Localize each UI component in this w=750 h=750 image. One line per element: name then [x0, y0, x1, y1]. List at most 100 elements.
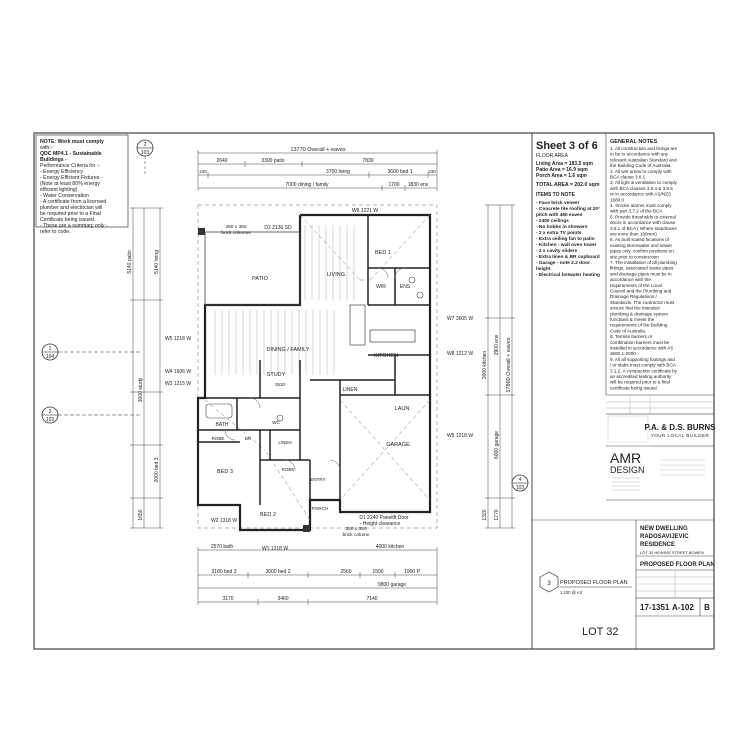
kitchen-bench — [369, 329, 416, 343]
dim-label: 3000 study — [138, 377, 144, 402]
patio-area — [204, 231, 301, 306]
general-note-line: will be required prior to a final — [610, 380, 670, 385]
dim-label: 4000 kitchen — [376, 544, 405, 550]
window-label: W5 1218 W — [165, 336, 191, 342]
item-line: - Concrete tile roofing at 20° — [536, 206, 600, 212]
columns-note: 350 x 350 — [225, 224, 246, 230]
dim-label: 1900 P — [404, 569, 421, 575]
marker-ref: 103 — [516, 485, 525, 491]
general-note-line: 3.8.1 of BCA ( Where stepdowns — [610, 226, 677, 231]
room-bath: BATH — [216, 422, 229, 428]
column — [303, 525, 310, 532]
garage-door-note: - Height clearance — [360, 521, 401, 527]
section-marker-right-4: 4 103 — [511, 474, 529, 492]
item-line: - 2 x cavity sliders — [536, 248, 578, 254]
marker-number: 2 — [144, 142, 147, 148]
note-line: - Energy Efficient Fixtures - — [40, 175, 103, 181]
room-garage: GARAGE — [386, 442, 410, 448]
room-robe: ROBE — [212, 436, 225, 441]
dim-label: 2640 — [216, 158, 227, 164]
dim-label: 3600 bed 1 — [387, 169, 412, 175]
dim-label: 3000 bed 2 — [265, 569, 290, 575]
section-marker-top: 2 103 — [136, 139, 154, 175]
note-line: with:- — [40, 145, 53, 151]
sheet-number: A-102 — [672, 603, 694, 612]
dim-label: 3000 kitchen — [482, 351, 488, 380]
dim-label: 1500 — [372, 569, 383, 575]
room-ens: ENS — [400, 284, 411, 290]
general-note-line: or in accordance with AS/NZS — [610, 192, 671, 197]
note-line: Buildings - — [40, 157, 67, 163]
section-marker-left-1: 1 104 — [41, 343, 140, 361]
callout-label: PROPOSED FLOOR PLAN — [560, 580, 628, 586]
general-note-line: BCA clause 3.8.1 — [610, 175, 646, 180]
general-note-line: site prior to construction — [610, 254, 659, 259]
general-note-line: with part 3.7.2 of the BCA — [610, 209, 663, 214]
study-dimension: 3530 — [275, 382, 286, 387]
plan-callout: 3 PROPOSED FLOOR PLAN 1:100 @ A3 — [539, 571, 632, 595]
room-porch: PORCH — [312, 506, 328, 511]
item-line: - Kitchen - wall oven tower — [536, 242, 597, 248]
dim-label: 5140 living — [154, 250, 160, 274]
overall-width-label: 13770 Overall + eaves — [290, 147, 345, 153]
dim-label: 2560 — [340, 569, 351, 575]
room-kitchen: KITCHEN — [374, 353, 398, 359]
wc-toilet — [276, 414, 284, 422]
general-note-line: installed in accordance with AS — [610, 346, 673, 351]
general-note-line: / or slabs must comply with BCA — [610, 363, 677, 368]
item-line: - Face brick veneer — [536, 200, 580, 206]
general-note-line: 5. Provide thresholds to external — [610, 214, 676, 219]
area-line: Porch Area = 1.6 sqm — [536, 173, 587, 179]
item-line: height — [536, 266, 551, 272]
general-note-line: 9. All all supporting footings and — [610, 357, 675, 362]
drawing-title: PROPOSED FLOOR PLAN — [640, 562, 715, 568]
toilet — [416, 291, 424, 299]
note-line: be required prior to a Final — [40, 211, 101, 217]
floor-plan — [196, 204, 438, 532]
room-patio: PATIO — [252, 276, 268, 282]
revision: B — [704, 603, 710, 612]
dim-label: 5140 patio — [127, 250, 133, 274]
designer-name: AMR — [610, 450, 641, 466]
general-note-line: 8. Termite barriers or — [610, 334, 653, 339]
job-number: 17-1351 — [640, 603, 670, 612]
room-laun: LAUN — [395, 406, 410, 412]
marker-number: 3 — [49, 409, 52, 415]
general-notes-heading: GENERAL NOTES — [610, 139, 658, 145]
dim-label: 230 — [428, 169, 436, 174]
callout-number: 3 — [547, 581, 551, 587]
item-line: - No hobbs in showers — [536, 224, 588, 230]
window-label: W3 1215 W — [165, 381, 191, 387]
dim-label: 3170 — [222, 596, 233, 602]
general-note-line: requirements of the Local — [610, 283, 662, 288]
columns-note: brick columns — [221, 230, 251, 236]
dim-label: 230 — [199, 169, 207, 174]
column — [198, 228, 205, 235]
window-label: W7 3605 W — [447, 316, 473, 322]
general-note-line: pipes only, confirm positions on — [610, 249, 674, 254]
dim-label: 1700 — [388, 182, 399, 188]
marker-number: 4 — [519, 477, 522, 483]
marker-ref: 103 — [141, 150, 150, 156]
overall-depth-label: 17860 Overall + eaves — [506, 337, 512, 392]
dim-label: 2570 bath — [211, 544, 233, 550]
plan-annotations: 350 x 350 brick columns D1 2240 Panelift… — [221, 224, 409, 538]
general-note-line: 3660.1-2000 — [610, 351, 636, 356]
dim-label: 3300 patio — [261, 158, 285, 164]
window-label: W6 1221 W — [352, 208, 378, 214]
window-label: W4 1606 W — [165, 369, 191, 375]
kitchen-island — [349, 304, 366, 346]
room-study: STUDY — [267, 372, 286, 378]
window-label: W2 1318 W — [211, 518, 237, 524]
room-bed2: BED 2 — [260, 512, 276, 518]
section-marker-left-3: 3 103 — [41, 406, 140, 424]
room-bed3: BED 3 — [217, 469, 233, 475]
general-note-line: 4. Smoke alarms must comply — [610, 203, 672, 208]
columns-note-bottom: brick column — [343, 532, 370, 538]
item-line: - Extra ceiling fan to patio — [536, 236, 595, 242]
sheet-border — [33, 132, 715, 650]
item-line: - Extra linen & BR cupboard — [536, 254, 600, 260]
room-linen: LINEN — [343, 387, 358, 393]
basin — [408, 276, 416, 284]
